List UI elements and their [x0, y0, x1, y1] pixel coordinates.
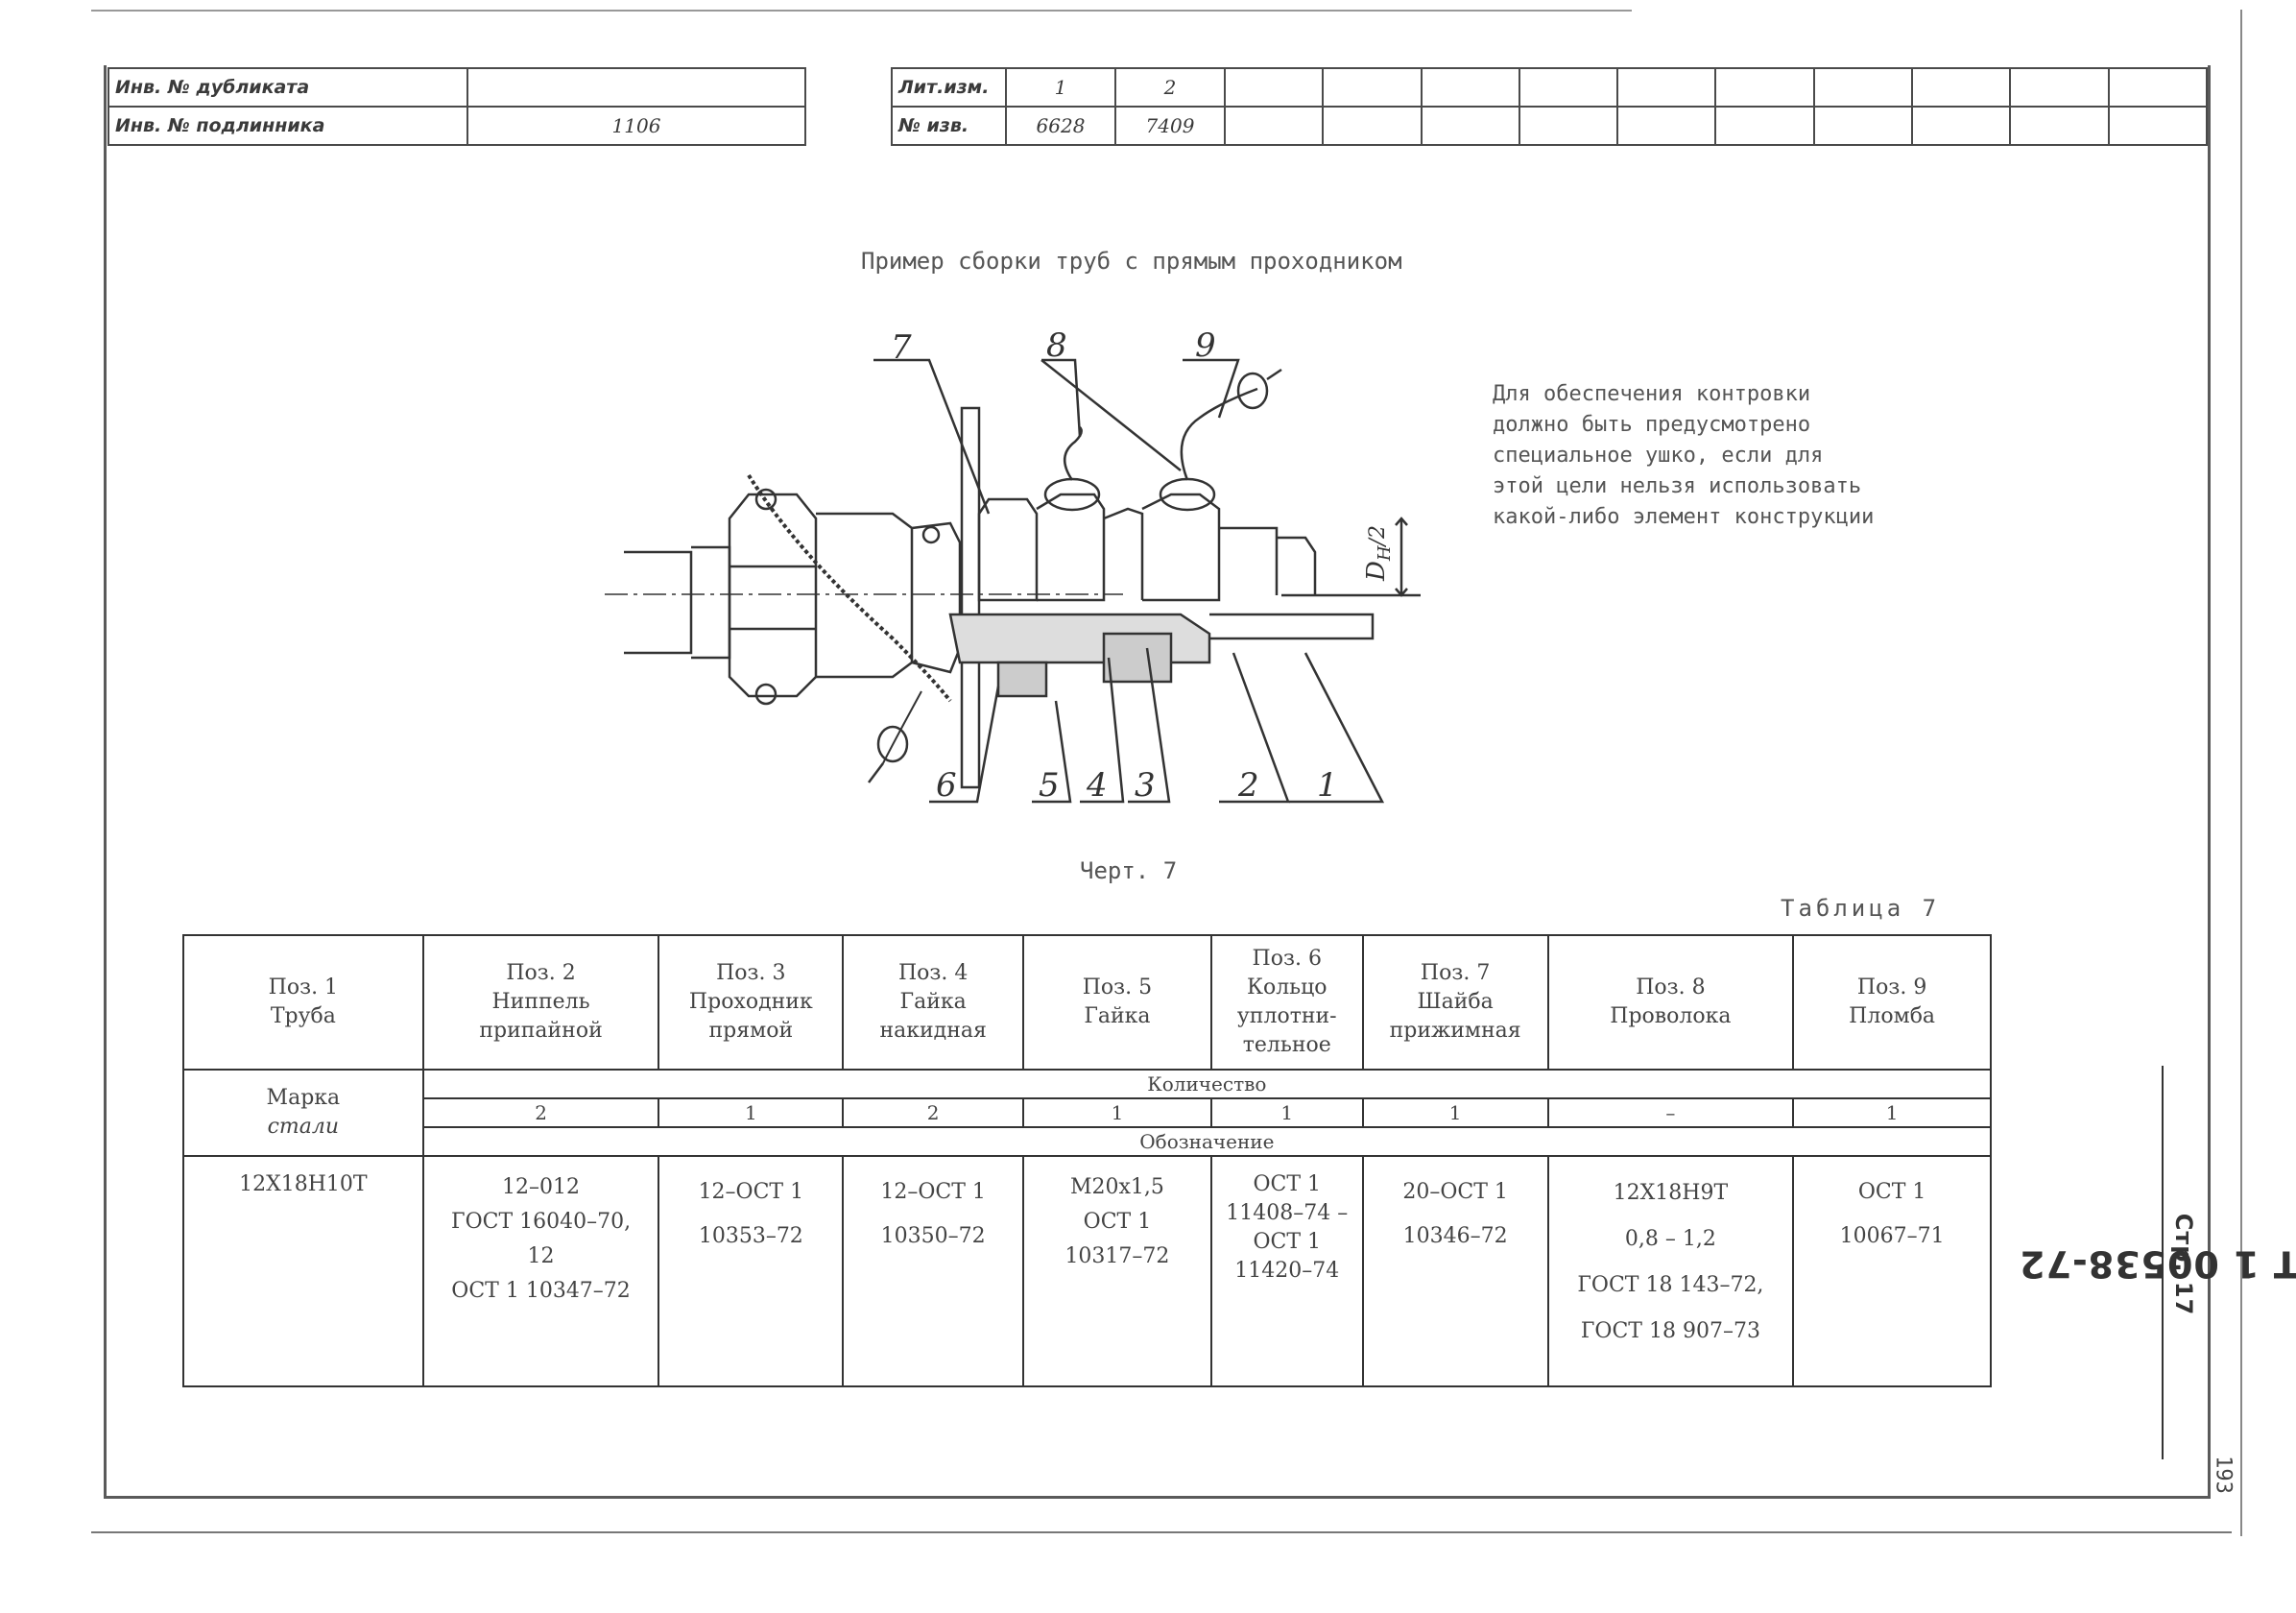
- header-pos3: Поз. 3 Проходник прямой: [658, 934, 845, 1071]
- designation-pos9: ОСТ 1 10067–71: [1792, 1155, 1992, 1387]
- page-number: 193: [2211, 1456, 2236, 1494]
- frame-top-line: [91, 10, 1632, 12]
- empty-cell: [2107, 67, 2209, 108]
- pipe-assembly-drawing: 7 8 9 6 5 4 3 2 1 DH/2: [605, 326, 1421, 805]
- page-bottom-line: [91, 1531, 2232, 1533]
- empty-cell: [1714, 67, 1815, 108]
- empty-cell: [1518, 106, 1619, 146]
- designation-label: Обозначение: [421, 1126, 1993, 1157]
- page-right-edge: [2240, 10, 2242, 1536]
- empty-cell: [1616, 106, 1717, 146]
- empty-cell: [2009, 106, 2110, 146]
- standard-code-block: ОСТ 1 00538-72 Стр. 17: [2019, 1068, 2296, 1461]
- empty-cell: [1911, 106, 2012, 146]
- header-pos2: Поз. 2 Ниппель припайной: [421, 934, 660, 1071]
- callout-1: 1: [1317, 766, 1338, 805]
- steel-grade-header: Марка стали: [182, 1069, 424, 1157]
- quantity-pos4: 2: [842, 1097, 1025, 1128]
- empty-cell: [1911, 67, 2012, 108]
- duplicate-inventory-label: Инв. № дубликата: [108, 67, 468, 108]
- designation-pos5: М20х1,5 ОСТ 1 10317–72: [1022, 1155, 1212, 1387]
- steel-label-1: Марка: [266, 1086, 341, 1110]
- svg-text:DH/2: DH/2: [1362, 525, 1395, 582]
- header-pos1: Поз. 1 Труба: [182, 934, 424, 1071]
- revision-letter-1: 1: [1005, 67, 1116, 108]
- designation-pos8: 12Х18Н9Т 0,8 – 1,2 ГОСТ 18 143–72, ГОСТ …: [1546, 1155, 1795, 1387]
- empty-cell: [1518, 67, 1619, 108]
- callout-4: 4: [1086, 766, 1108, 805]
- table-title: Таблица 7: [1781, 895, 1941, 922]
- header-right-table: Лит.изм. 1 2 № изв. 6628 7409: [891, 67, 2209, 146]
- empty-cell: [1223, 106, 1325, 146]
- revision-letter-label: Лит.изм.: [891, 67, 1007, 108]
- header-pos8: Поз. 8 Проволока: [1546, 934, 1795, 1071]
- steel-grade-value: 12Х18Н10Т: [182, 1155, 424, 1387]
- code-underline: [2162, 1066, 2164, 1459]
- original-inventory-label: Инв. № подлинника: [108, 106, 468, 146]
- designation-pos7: 20–ОСТ 1 10346–72: [1361, 1155, 1549, 1387]
- quantity-pos7: 1: [1361, 1097, 1549, 1128]
- dimension-label: D: [1362, 561, 1391, 582]
- dimension-subscript: H: [1375, 545, 1395, 562]
- notice-number-1: 6628: [1005, 106, 1116, 146]
- callout-9: 9: [1195, 326, 1216, 365]
- notice-number-label: № изв.: [891, 106, 1007, 146]
- designation-pos6: ОСТ 1 11408–74 – ОСТ 1 11420–74: [1209, 1155, 1364, 1387]
- frame-bottom-line: [104, 1496, 2211, 1499]
- empty-cell: [1322, 67, 1423, 108]
- callout-8: 8: [1046, 326, 1067, 365]
- designation-pos4: 12–ОСТ 1 10350–72: [842, 1155, 1025, 1387]
- page-number-block: 193: [2204, 1446, 2242, 1504]
- header-pos7: Поз. 7 Шайба прижимная: [1361, 934, 1549, 1071]
- quantity-label: Количество: [421, 1069, 1993, 1099]
- standard-code: ОСТ 1 00538-72: [2019, 1242, 2296, 1286]
- quantity-pos2: 2: [421, 1097, 660, 1128]
- callout-2: 2: [1237, 766, 1259, 805]
- callout-5: 5: [1039, 766, 1060, 805]
- quantity-pos9: 1: [1792, 1097, 1992, 1128]
- empty-cell: [1420, 67, 1520, 108]
- empty-cell: [1714, 106, 1815, 146]
- empty-cell: [1322, 106, 1423, 146]
- quantity-pos8: –: [1546, 1097, 1795, 1128]
- callout-6: 6: [936, 766, 957, 805]
- dimension-value: /2: [1366, 525, 1390, 547]
- header-pos9: Поз. 9 Пломба: [1792, 934, 1992, 1071]
- steel-label-2: стали: [267, 1115, 340, 1139]
- designation-pos2: 12–012 ГОСТ 16040–70, 12 ОСТ 1 10347–72: [421, 1155, 660, 1387]
- header-pos6: Поз. 6 Кольцо уплотни- тельное: [1209, 934, 1364, 1071]
- lockwire-note: Для обеспечения контровки должно быть пр…: [1493, 382, 1875, 529]
- empty-cell: [1812, 106, 1914, 146]
- notice-number-2: 7409: [1114, 106, 1226, 146]
- drawing-caption: Черт. 7: [1080, 857, 1178, 884]
- callout-3: 3: [1135, 766, 1156, 805]
- frame-left-line: [104, 65, 107, 1498]
- empty-cell: [1616, 67, 1717, 108]
- header-left-table: Инв. № дубликата Инв. № подлинника 1106: [108, 67, 806, 146]
- revision-letter-2: 2: [1114, 67, 1226, 108]
- frame-right-line: [2208, 65, 2211, 1498]
- empty-cell: [1420, 106, 1520, 146]
- quantity-pos5: 1: [1022, 1097, 1212, 1128]
- empty-cell: [2009, 67, 2110, 108]
- header-pos5: Поз. 5 Гайка: [1022, 934, 1212, 1071]
- empty-cell: [1812, 67, 1914, 108]
- duplicate-inventory-value: [466, 67, 806, 108]
- designation-pos3: 12–ОСТ 1 10353–72: [658, 1155, 845, 1387]
- empty-cell: [2107, 106, 2209, 146]
- drawing-title: Пример сборки труб с прямым проходником: [861, 248, 1402, 275]
- callout-7: 7: [891, 328, 912, 367]
- original-inventory-value: 1106: [466, 106, 806, 146]
- empty-cell: [1223, 67, 1325, 108]
- quantity-pos3: 1: [658, 1097, 845, 1128]
- header-pos4: Поз. 4 Гайка накидная: [842, 934, 1025, 1071]
- components-table: Поз. 1 Труба Поз. 2 Ниппель припайной По…: [182, 934, 1993, 1387]
- quantity-pos6: 1: [1209, 1097, 1364, 1128]
